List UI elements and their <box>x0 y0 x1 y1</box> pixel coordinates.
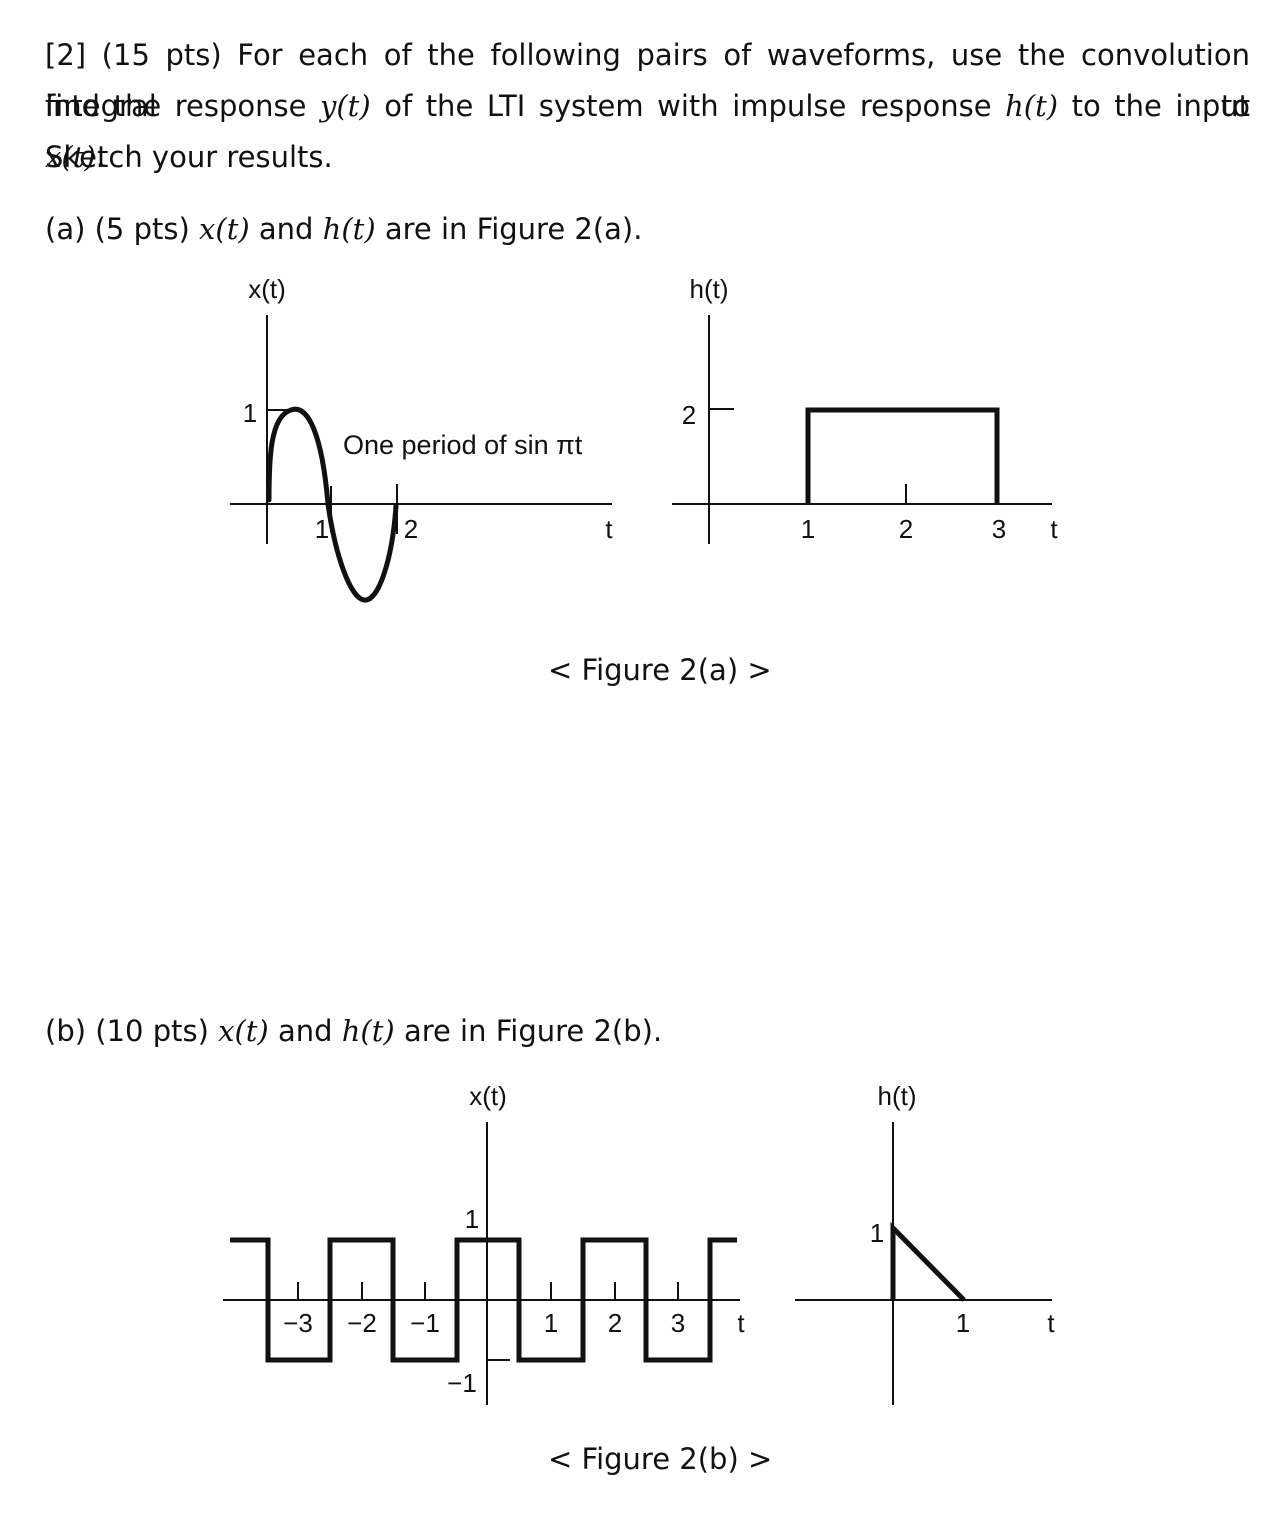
sine-curve <box>266 406 399 603</box>
x-plot-xlabel: t <box>605 514 613 544</box>
x-plot-xtick-label-1: 1 <box>544 1308 558 1338</box>
x-plot-xtick-label-2: 2 <box>404 514 418 544</box>
rectangular-pulse <box>805 407 1000 504</box>
h-plot-xtick-label-1: 1 <box>801 514 815 544</box>
x-ticks <box>297 1282 679 1300</box>
figure-2a-caption: < Figure 2(a) > <box>548 653 772 687</box>
h-plot-xlabel: t <box>1050 514 1058 544</box>
x-plot-ylabel: x(t) <box>248 274 286 304</box>
problem-line-3: Sketch your results. <box>45 140 333 174</box>
math-y: y(t) <box>319 89 371 123</box>
x-plot-ytick-pos: 1 <box>465 1204 479 1234</box>
math-x-end: x(t). <box>45 140 105 174</box>
figure-2a-x-plot: x(t) 1 1 2 t One period of sin πt <box>230 274 613 603</box>
part-a-heading: (a) (5 pts) x(t) and h(t) are in Figure … <box>45 212 643 246</box>
part-a-x: x(t) <box>199 212 250 246</box>
problem-line-2: find the response y(t) of the LTI system… <box>45 89 1251 174</box>
h-plot-xtick-label: 1 <box>956 1308 970 1338</box>
h-plot-ylabel: h(t) <box>690 274 729 304</box>
part-b-h: h(t) <box>341 1014 395 1048</box>
problem-line-1: [2] (15 pts) For each of the following p… <box>45 38 1250 123</box>
sine-annotation: One period of sin πt <box>343 430 583 460</box>
figure-2a-h-plot: h(t) 2 1 2 3 t <box>672 274 1058 544</box>
math-h: h(t) <box>1005 89 1059 123</box>
x-plot-ylabel: x(t) <box>469 1081 507 1111</box>
figure-2b: x(t) 1 −1 −3 −2 −1 1 2 3 t h(t) 1 1 t <box>223 1081 1055 1405</box>
x-plot-xtick-label-neg1: −1 <box>410 1308 440 1338</box>
h-plot-xtick-label-3: 3 <box>992 514 1006 544</box>
part-b-heading: (b) (10 pts) x(t) and h(t) are in Figure… <box>45 1014 663 1048</box>
x-plot-xlabel: t <box>737 1308 745 1338</box>
figure-2b-h-plot: h(t) 1 1 t <box>795 1081 1055 1405</box>
part-a-h: h(t) <box>322 212 376 246</box>
x-plot-xtick-label-2: 2 <box>608 1308 622 1338</box>
problem-statement: [2] (15 pts) For each of the following p… <box>45 30 1250 183</box>
x-plot-xtick-label-3: 3 <box>671 1308 685 1338</box>
triangle-response <box>890 1221 966 1302</box>
h-plot-xlabel: t <box>1047 1308 1055 1338</box>
part-b-x: x(t) <box>218 1014 269 1048</box>
x-plot-xtick-label-1: 1 <box>315 514 329 544</box>
h-plot-xtick-label-2: 2 <box>899 514 913 544</box>
figure-2a: x(t) 1 1 2 t One period of sin πt h(t) 2… <box>230 274 1058 603</box>
x-plot-ytick-neg: −1 <box>447 1368 477 1398</box>
x-plot-ytick-label: 1 <box>243 398 257 428</box>
square-wave <box>230 1237 737 1363</box>
x-plot-xtick-label-neg3: −3 <box>283 1308 313 1338</box>
h-plot-ytick-label: 2 <box>682 400 696 430</box>
h-plot-ylabel: h(t) <box>878 1081 917 1111</box>
figure-2b-caption: < Figure 2(b) > <box>548 1442 773 1476</box>
h-plot-ytick-label: 1 <box>870 1218 884 1248</box>
x-plot-xtick-label-neg2: −2 <box>347 1308 377 1338</box>
figure-2b-x-plot: x(t) 1 −1 −3 −2 −1 1 2 3 t <box>223 1081 745 1405</box>
